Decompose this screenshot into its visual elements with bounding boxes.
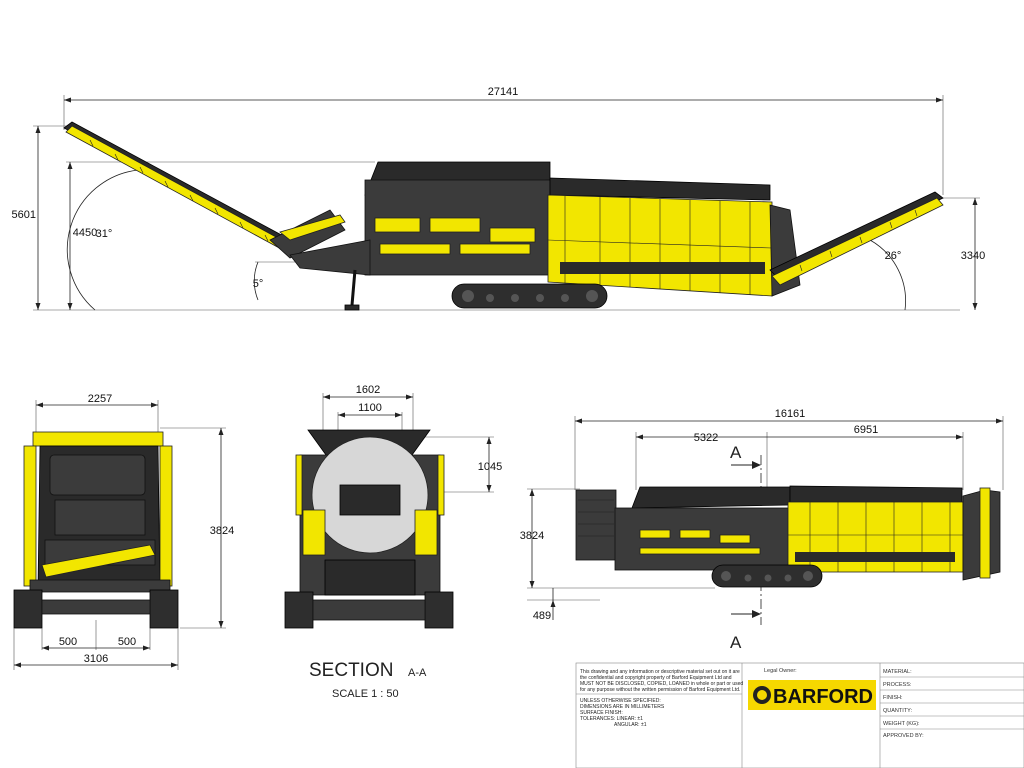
tb-field-weight: WEIGHT (KG):: [883, 721, 920, 727]
tb-notice-4: for any purpose without the written perm…: [580, 687, 740, 693]
tb-field-approved: APPROVED BY:: [883, 733, 924, 739]
tb-field-quantity: QUANTITY:: [883, 708, 913, 714]
dim-transport-left: 5322: [694, 432, 718, 444]
main-stockpile-conveyor: [63, 121, 346, 259]
tb-field-process: PROCESS:: [883, 682, 912, 688]
dim-overall-length: 27141: [488, 86, 519, 98]
tb-tol-linear: TOLERANCES: LINEAR: ±1: [580, 716, 643, 722]
title-block: This drawing and any information or desc…: [575, 662, 1024, 768]
tb-dims-mm: DIMENSIONS ARE IN MILLIMETERS: [580, 704, 665, 710]
dim-height-conveyor: 4450: [73, 227, 97, 239]
tb-legal-owner: Legal Owner:: [764, 668, 797, 674]
tb-unless-specified: UNLESS OTHERWISE SPECIFIED:: [580, 698, 661, 704]
section-scale: SCALE 1 : 50: [332, 688, 399, 700]
tb-notice-2: the confidential and copyright property …: [580, 675, 732, 681]
dim-rear-gap-right: 500: [118, 636, 136, 648]
section-suffix: A-A: [408, 667, 427, 679]
trommel-screen: [547, 177, 801, 297]
transport-view: 16161 5322 6951 3824 489 A A: [520, 408, 1004, 652]
tb-tol-angular: ANGULAR: ±1: [614, 722, 647, 728]
tb-surface-finish: SURFACE FINISH:: [580, 710, 623, 716]
dim-section-inner: 1100: [358, 402, 382, 414]
tb-notice-1: This drawing and any information or desc…: [580, 669, 740, 675]
tb-field-material: MATERIAL:: [883, 669, 912, 675]
dim-rear-overall-width: 3106: [84, 653, 108, 665]
section-marker-bottom: A: [730, 633, 742, 652]
angle-feed: 5°: [253, 278, 264, 290]
dim-section-depth: 1045: [478, 461, 502, 473]
section-marker-top: A: [730, 443, 742, 462]
tb-notice-3: MUST NOT BE DISCLOSED, COPIED, LOANED in…: [580, 681, 743, 687]
dim-transport-length: 16161: [775, 408, 806, 420]
dim-rear-top-width: 2257: [88, 393, 112, 405]
side-view: 27141 5601 4450 31° 5° 3340 26°: [12, 86, 985, 311]
tracks: [451, 283, 608, 309]
dim-height-right: 3340: [961, 250, 985, 262]
section-title: SECTION: [309, 660, 393, 681]
dim-ground-clearance: 489: [533, 610, 551, 622]
tb-field-finish: FINISH:: [883, 695, 903, 701]
barford-logo: BARFORD: [748, 680, 876, 710]
chassis: [289, 161, 551, 311]
angle-right-conveyor: 26°: [885, 250, 902, 262]
dim-section-outer: 1602: [356, 384, 380, 396]
rear-view: 2257 3824 500 500 3106: [13, 393, 234, 670]
dim-rear-height: 3824: [210, 525, 234, 537]
section-view: 1602 1100 1045 SECTION A-A SCALE 1 : 50: [284, 384, 502, 700]
dim-rear-gap-left: 500: [59, 636, 77, 648]
brand-name: BARFORD: [773, 686, 873, 708]
fines-conveyor: [769, 191, 944, 286]
dim-transport-height: 3824: [520, 530, 544, 542]
dim-transport-right: 6951: [854, 424, 878, 436]
dim-height-left: 5601: [12, 209, 36, 221]
angle-main-conveyor: 31°: [96, 228, 113, 240]
